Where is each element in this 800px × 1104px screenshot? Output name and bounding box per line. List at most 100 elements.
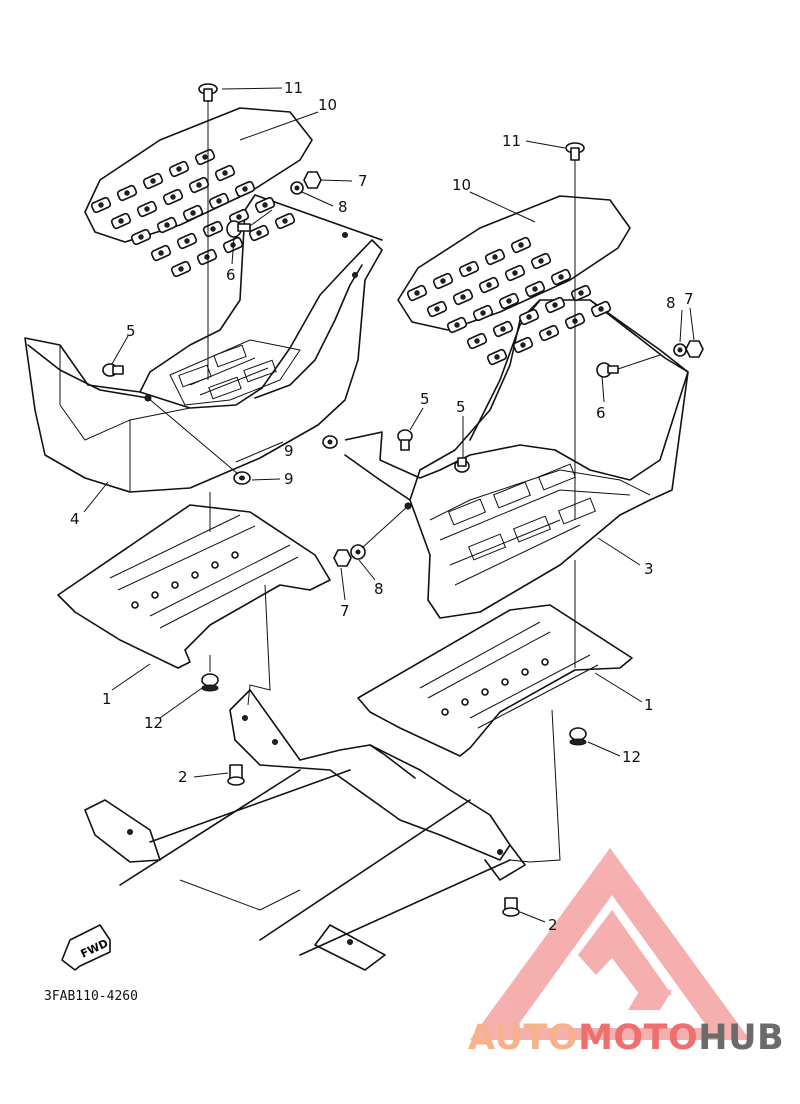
mat-stud — [170, 194, 176, 200]
mat-stud — [512, 270, 518, 276]
mat-stud — [202, 154, 208, 160]
plate-hole — [231, 551, 239, 559]
mat-stud — [150, 178, 156, 184]
mat-stud — [578, 290, 584, 296]
mat-stud — [210, 226, 216, 232]
washer-9-right — [322, 435, 338, 449]
footrest-mat-right — [397, 195, 631, 366]
watermark-part-hub: HUB — [698, 1018, 785, 1058]
plate-hole — [191, 571, 199, 579]
frame-section — [84, 689, 526, 971]
grommet-12-right — [569, 727, 587, 746]
bolt-6-left — [226, 220, 251, 238]
callout-8-lower: 8 — [374, 580, 384, 598]
callout-10-left: 10 — [318, 96, 337, 114]
mat-stud — [242, 186, 248, 192]
grommet-12-left — [201, 673, 219, 692]
mat-stud — [178, 266, 184, 272]
callout-2-left: 2 — [178, 768, 188, 786]
nut-7-lower — [333, 549, 352, 567]
nut-7-left — [303, 171, 322, 189]
callout-11-right: 11 — [502, 132, 521, 150]
nut-7-right — [685, 340, 704, 358]
mat-stud — [480, 310, 486, 316]
mat-stud — [454, 322, 460, 328]
bolt-5-left — [102, 363, 124, 377]
bolt-11-right — [565, 142, 585, 161]
mat-stud — [124, 190, 130, 196]
mat-stud — [460, 294, 466, 300]
mat-stud — [118, 218, 124, 224]
callout-12-left: 12 — [144, 714, 163, 732]
mat-stud — [236, 214, 242, 220]
mat-stud — [98, 202, 104, 208]
mat-stud — [434, 306, 440, 312]
mat-stud — [494, 354, 500, 360]
callout-3: 3 — [644, 560, 654, 578]
callout-9-left-upper: 9 — [284, 442, 294, 460]
callout-4: 4 — [70, 510, 80, 528]
mat-stud — [204, 254, 210, 260]
washer-8-lower — [350, 544, 366, 560]
callout-6-right: 6 — [596, 404, 606, 422]
plate-hole — [151, 591, 159, 599]
callout-11-left: 11 — [284, 79, 303, 97]
mat-stud — [520, 342, 526, 348]
washer-8-left — [290, 181, 304, 195]
plate-hole — [441, 708, 449, 716]
mat-stud — [598, 306, 604, 312]
callout-8-right: 8 — [666, 294, 676, 312]
mat-stud — [158, 250, 164, 256]
plate-hole — [461, 698, 469, 706]
watermark-part-auto: AUTO — [468, 1018, 579, 1058]
watermark-part-moto: MOTO — [578, 1018, 699, 1058]
mat-stud — [282, 218, 288, 224]
mat-stud — [552, 302, 558, 308]
left-footrest-assembly — [24, 194, 383, 493]
callout-7-right: 7 — [684, 290, 694, 308]
mat-stud — [500, 326, 506, 332]
plate-hole — [521, 668, 529, 676]
callout-5-right-b: 5 — [456, 398, 466, 416]
mat-stud — [190, 210, 196, 216]
mat-stud — [262, 202, 268, 208]
bolt-2-right — [502, 897, 520, 917]
mat-stud — [144, 206, 150, 212]
plate-hole — [481, 688, 489, 696]
mat-stud — [546, 330, 552, 336]
mat-stud — [256, 230, 262, 236]
bolt-11-left — [198, 83, 218, 102]
callout-5-right-a: 5 — [420, 390, 430, 408]
mat-stud — [526, 314, 532, 320]
mat-stud — [138, 234, 144, 240]
mat-stud — [440, 278, 446, 284]
callout-1-left: 1 — [102, 690, 112, 708]
watermark-logo — [470, 848, 750, 1040]
callout-7-left: 7 — [358, 172, 368, 190]
bolt-6-right — [596, 362, 619, 378]
mat-stud — [176, 166, 182, 172]
mat-stud — [196, 182, 202, 188]
mat-stud — [486, 282, 492, 288]
plate-hole — [171, 581, 179, 589]
mat-stud — [466, 266, 472, 272]
mat-stud — [216, 198, 222, 204]
mat-stud — [558, 274, 564, 280]
plate-hole — [211, 561, 219, 569]
mat-stud — [506, 298, 512, 304]
callout-leaders — [83, 87, 695, 923]
under-guard-right — [357, 604, 633, 757]
callout-8-left: 8 — [338, 198, 348, 216]
callout-5-left: 5 — [126, 322, 136, 340]
mat-stud — [492, 254, 498, 260]
bolt-5-right-a — [397, 429, 413, 451]
callout-12-right: 12 — [622, 748, 641, 766]
under-guard-left — [57, 504, 331, 669]
callout-1-right: 1 — [644, 696, 654, 714]
callout-6-left: 6 — [226, 266, 236, 284]
washer-9-left — [233, 471, 251, 485]
footrest-mat-left — [84, 107, 313, 278]
callout-9-left-lower: 9 — [284, 470, 294, 488]
mat-stud — [184, 238, 190, 244]
